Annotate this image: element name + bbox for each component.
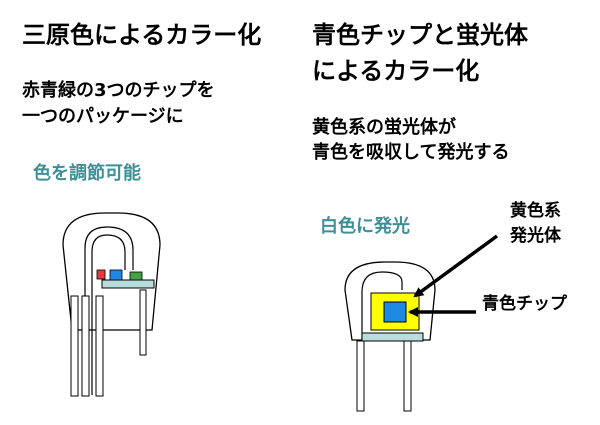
rgb-led-base-plate — [101, 279, 155, 289]
label-phosphor-line2: 発光体 — [510, 226, 561, 246]
left-desc-line1: 赤青緑の3つのチップを — [22, 80, 215, 101]
right-title-line2: によるカラー化 — [312, 57, 480, 85]
white-led-lead-left — [356, 340, 365, 412]
label-phosphor-line1: 黄色系 — [510, 201, 561, 221]
left-note: 色を調節可能 — [33, 163, 141, 184]
white-led-wire — [361, 271, 403, 410]
right-note: 白色に発光 — [320, 216, 410, 237]
left-desc-line2: 一つのパッケージに — [22, 106, 184, 127]
red-chip — [96, 269, 106, 280]
right-title-line1: 青色チップと蛍光体 — [312, 21, 528, 49]
label-chip: 青色チップ — [482, 294, 567, 314]
left-title: 三原色によるカラー化 — [22, 21, 262, 49]
right-desc-line1: 黄色系の蛍光体が — [312, 117, 456, 138]
blue-chip — [109, 269, 123, 281]
rgb-led-wire-inner — [91, 234, 126, 395]
white-led-illustration — [344, 261, 436, 412]
rgb-led-lead-3 — [95, 295, 104, 397]
rgb-led-lead-2 — [81, 295, 90, 397]
rgb-led-illustration — [62, 212, 161, 397]
blue-chip-center — [383, 301, 407, 323]
green-chip — [129, 271, 143, 281]
phosphor-pointer-arrow — [413, 234, 499, 298]
rgb-led-wire-outer — [84, 226, 134, 395]
white-led-lead-right — [403, 340, 412, 412]
rgb-led-lead-1 — [70, 295, 79, 397]
right-desc-line2: 青色を吸収して発光する — [312, 142, 510, 163]
rgb-led-lead-4 — [139, 289, 147, 356]
white-led-base-plate — [361, 332, 424, 342]
